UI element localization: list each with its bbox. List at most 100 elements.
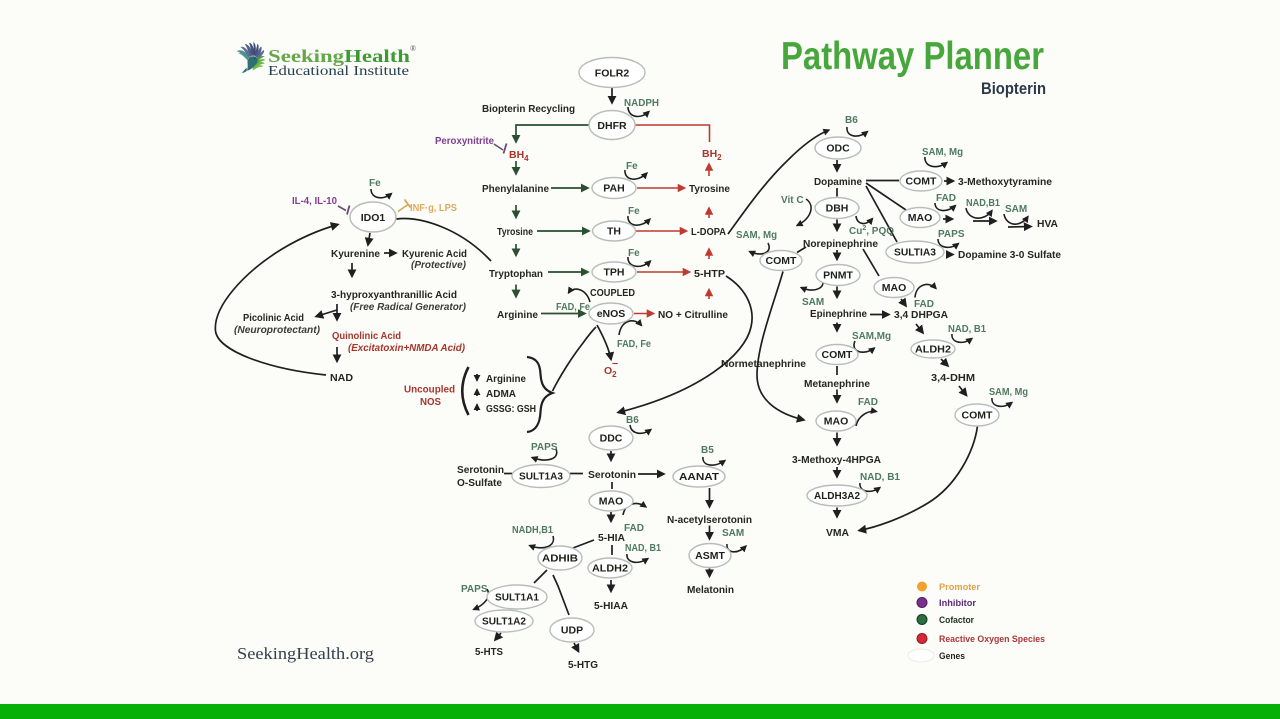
- svg-text:ADMA: ADMA: [486, 388, 516, 400]
- svg-text:3,4-DHM: 3,4-DHM: [931, 372, 975, 384]
- svg-text:Inhibitor: Inhibitor: [939, 598, 976, 609]
- svg-text:Genes: Genes: [939, 651, 965, 662]
- svg-text:SAM,Mg: SAM,Mg: [852, 331, 891, 342]
- svg-text:HVA: HVA: [1037, 218, 1058, 230]
- svg-text:L-DOPA: L-DOPA: [691, 226, 726, 238]
- svg-text:NO + Citrulline: NO + Citrulline: [658, 309, 728, 321]
- svg-text:SULTIA3: SULTIA3: [894, 247, 936, 259]
- svg-text:PAPS: PAPS: [938, 229, 965, 240]
- svg-text:SAM: SAM: [1005, 204, 1027, 215]
- svg-text:5-HTG: 5-HTG: [568, 659, 598, 671]
- svg-text:Quinolinic Acid: Quinolinic Acid: [332, 330, 401, 342]
- svg-text:5-HTP: 5-HTP: [694, 268, 725, 280]
- svg-text:ALDH2: ALDH2: [592, 563, 628, 575]
- svg-text:B5: B5: [701, 445, 714, 456]
- svg-text:Kyurenine: Kyurenine: [331, 248, 380, 260]
- svg-text:−: −: [612, 358, 618, 370]
- svg-text:TPH: TPH: [604, 267, 625, 279]
- svg-text:Phenylalanine: Phenylalanine: [482, 183, 549, 195]
- svg-text:COMT: COMT: [766, 255, 797, 267]
- svg-text:Uncoupled: Uncoupled: [404, 384, 455, 396]
- svg-text:Biopterin Recycling: Biopterin Recycling: [482, 103, 575, 115]
- svg-text:COMT: COMT: [906, 176, 937, 188]
- svg-text:FAD, Fe: FAD, Fe: [617, 339, 651, 350]
- svg-text:Picolinic Acid: Picolinic Acid: [243, 312, 304, 324]
- svg-text:Tryptophan: Tryptophan: [489, 268, 543, 280]
- svg-text:GSSG: GSH: GSSG: GSH: [486, 403, 536, 415]
- svg-text:Reactive Oxygen Species: Reactive Oxygen Species: [939, 634, 1045, 645]
- svg-text:NAD,B1: NAD,B1: [966, 198, 1000, 209]
- svg-text:SULT1A2: SULT1A2: [482, 616, 526, 628]
- svg-text:Serotonin: Serotonin: [588, 469, 636, 481]
- svg-text:SAM: SAM: [722, 528, 744, 539]
- svg-text:SAM, Mg: SAM, Mg: [989, 387, 1028, 398]
- svg-text:SULT1A3: SULT1A3: [519, 471, 563, 483]
- svg-text:ADHIB: ADHIB: [542, 553, 578, 565]
- svg-text:ALDH3A2: ALDH3A2: [814, 490, 860, 502]
- svg-text:Norepinephrine: Norepinephrine: [803, 238, 878, 250]
- svg-text:COUPLED: COUPLED: [590, 288, 635, 299]
- svg-text:Peroxynitrite: Peroxynitrite: [435, 136, 494, 147]
- svg-text:ASMT: ASMT: [695, 550, 725, 562]
- svg-text:3-Methoxytyramine: 3-Methoxytyramine: [958, 176, 1052, 188]
- svg-text:Cofactor: Cofactor: [939, 615, 974, 626]
- svg-text:O-Sulfate: O-Sulfate: [457, 477, 502, 489]
- svg-text:NAD, B1: NAD, B1: [625, 543, 661, 554]
- svg-text:SAM, Mg: SAM, Mg: [922, 147, 963, 158]
- svg-text:(Excitatoxin+NMDA Acid): (Excitatoxin+NMDA Acid): [348, 343, 466, 354]
- svg-text:IDO1: IDO1: [361, 212, 386, 224]
- svg-text:NADPH: NADPH: [624, 98, 659, 109]
- svg-text:Fe: Fe: [628, 206, 640, 217]
- svg-text:5-HTS: 5-HTS: [475, 646, 503, 658]
- svg-text:NOS: NOS: [420, 396, 441, 408]
- svg-text:SAM: SAM: [802, 297, 824, 308]
- svg-text:NAD, B1: NAD, B1: [948, 324, 986, 335]
- svg-text:ALDH2: ALDH2: [915, 344, 951, 356]
- svg-text:NAD: NAD: [330, 372, 353, 384]
- svg-text:5-HIA: 5-HIA: [598, 532, 625, 544]
- svg-text:FAD: FAD: [858, 397, 878, 408]
- svg-text:COMT: COMT: [822, 349, 853, 361]
- svg-text:Vit C: Vit C: [781, 195, 804, 206]
- svg-text:NAD, B1: NAD, B1: [860, 472, 900, 483]
- svg-text:Serotonin: Serotonin: [457, 464, 504, 476]
- svg-text:DDC: DDC: [600, 433, 623, 445]
- svg-text:DHFR: DHFR: [597, 120, 627, 132]
- svg-text:FAD: FAD: [624, 523, 644, 534]
- svg-text:PAH: PAH: [603, 183, 624, 195]
- svg-text:3,4 DHPGA: 3,4 DHPGA: [894, 309, 948, 321]
- svg-text:3-hyproxyanthranillic Acid: 3-hyproxyanthranillic Acid: [331, 289, 457, 301]
- svg-text:Cu2, PQQ: Cu2, PQQ: [849, 225, 894, 237]
- svg-text:SeekingHealth.org: SeekingHealth.org: [237, 644, 374, 663]
- svg-text:SAM, Mg: SAM, Mg: [736, 230, 777, 241]
- svg-text:(Neuroprotectant): (Neuroprotectant): [234, 325, 321, 336]
- svg-text:Melatonin: Melatonin: [687, 584, 734, 596]
- svg-text:B6: B6: [845, 115, 858, 126]
- svg-text:MAO: MAO: [824, 416, 849, 428]
- svg-text:Kyurenic Acid: Kyurenic Acid: [402, 248, 467, 260]
- svg-text:Biopterin: Biopterin: [981, 80, 1046, 98]
- svg-text:eNOS: eNOS: [597, 308, 626, 320]
- svg-text:PAPS: PAPS: [461, 584, 488, 595]
- svg-text:SULT1A1: SULT1A1: [495, 592, 539, 604]
- svg-text:BH2: BH2: [702, 148, 722, 162]
- svg-text:COMT: COMT: [962, 410, 993, 422]
- svg-text:N-acetylserotonin: N-acetylserotonin: [667, 514, 752, 526]
- svg-text:®: ®: [410, 44, 416, 53]
- svg-text:Promoter: Promoter: [939, 582, 980, 593]
- svg-text:INF·g, LPS: INF·g, LPS: [410, 203, 457, 214]
- svg-text:Fe: Fe: [369, 178, 381, 189]
- svg-text:VMA: VMA: [826, 527, 849, 539]
- svg-text:PNMT: PNMT: [823, 270, 853, 282]
- svg-text:Normetanephrine: Normetanephrine: [721, 358, 806, 370]
- svg-text:Arginine: Arginine: [486, 373, 526, 385]
- svg-text:(Free Radical Generator): (Free Radical Generator): [350, 302, 467, 313]
- svg-text:Educational Institute: Educational Institute: [268, 63, 409, 78]
- svg-text:MAO: MAO: [599, 496, 624, 508]
- svg-text:IL-4, IL-10: IL-4, IL-10: [292, 196, 337, 207]
- svg-text:ODC: ODC: [826, 143, 850, 155]
- svg-text:Tyrosine: Tyrosine: [497, 226, 533, 238]
- svg-text:B6: B6: [626, 415, 639, 426]
- svg-text:3-Methoxy-4HPGA: 3-Methoxy-4HPGA: [792, 454, 881, 466]
- svg-text:MAO: MAO: [908, 212, 933, 224]
